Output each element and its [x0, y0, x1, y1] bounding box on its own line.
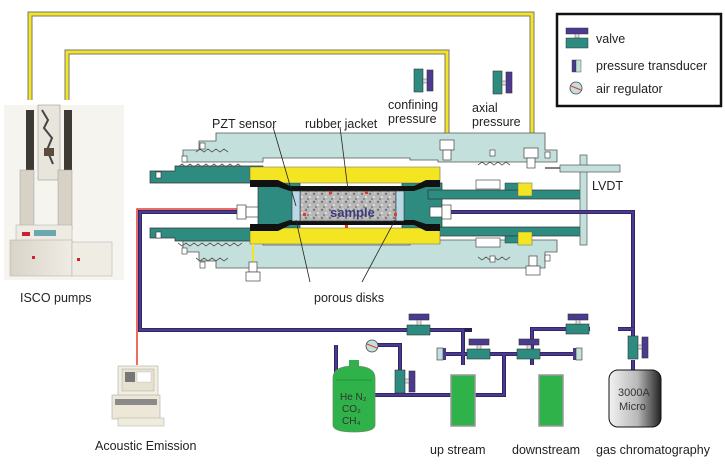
pressure-transducer-icon — [571, 59, 582, 73]
downstream-reservoir — [538, 374, 564, 427]
downstream-label: downstream — [512, 443, 580, 457]
upstream-label: up stream — [430, 443, 486, 457]
pressure-transducer-downstream — [573, 347, 583, 361]
porous-disk-right — [395, 190, 405, 222]
bottom-ports — [245, 244, 541, 282]
valve-gas-supply[interactable] — [394, 369, 416, 394]
gc-model-line-2: Micro — [619, 401, 646, 413]
gas-label-3: CH₄ — [342, 416, 361, 427]
valve-downstream[interactable] — [516, 338, 541, 360]
rubber-jacket-label: rubber jacket — [305, 117, 378, 131]
axial-pressure-line — [64, 49, 450, 150]
legend-regulator-label: air regulator — [596, 82, 663, 96]
isco-pumps-image — [4, 104, 124, 280]
legend: valve pressure transducer air regulator — [555, 12, 723, 108]
acoustic-cable — [136, 208, 237, 365]
confining-pressure-line — [27, 11, 535, 150]
gc-model-line-1: 3000A — [618, 387, 650, 399]
valve-icon — [565, 27, 589, 49]
acoustic-emission-label: Acoustic Emission — [95, 439, 196, 453]
core-holder-body — [149, 132, 587, 269]
pressure-transducer-upstream — [436, 347, 446, 361]
valve-upstream[interactable] — [466, 338, 491, 360]
valve-main-inlet[interactable] — [406, 313, 431, 336]
gas-chromatography-label: gas chromatography — [596, 443, 711, 457]
lvdt-label: LVDT — [592, 179, 623, 193]
acoustic-emission-computer — [111, 365, 165, 427]
lvdt[interactable] — [545, 154, 621, 246]
axial-pressure-label-2: pressure — [472, 115, 521, 129]
sample-label: sample — [330, 205, 375, 220]
gas-label-1: He N₂ — [340, 392, 367, 403]
axial-valve[interactable] — [492, 70, 513, 95]
confining-pressure-label-2: pressure — [388, 112, 437, 126]
gas-flow-lines — [138, 210, 635, 397]
pzt-sensor-dots — [303, 191, 397, 228]
gas-label-2: CO₂ — [342, 404, 361, 415]
upstream-reservoir — [450, 374, 476, 427]
confining-port — [439, 139, 455, 161]
legend-transducer-label: pressure transducer — [596, 59, 707, 73]
legend-valve-label: valve — [596, 32, 625, 46]
leader-lines — [272, 126, 396, 283]
pzt-sensor-label: PZT sensor — [212, 117, 276, 131]
confining-pressure-label-1: confining — [388, 98, 438, 112]
porous-disks-label: porous disks — [314, 291, 384, 305]
valve-gc[interactable] — [627, 335, 649, 360]
axial-pressure-label-1: axial — [472, 101, 498, 115]
confining-valve[interactable] — [413, 68, 434, 93]
air-regulator[interactable] — [365, 339, 379, 353]
valve-outlet[interactable] — [565, 313, 590, 335]
rock-sample — [299, 190, 397, 222]
gas-chromatograph — [608, 369, 662, 428]
axial-port — [523, 147, 539, 169]
air-regulator-icon — [569, 81, 583, 95]
isco-pumps-label: ISCO pumps — [20, 291, 92, 305]
gas-cylinder — [332, 360, 376, 433]
